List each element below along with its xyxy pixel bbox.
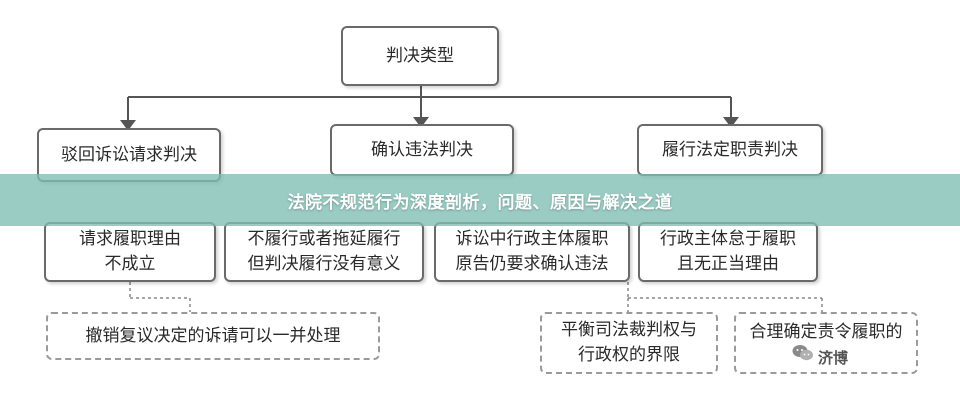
watermark: 济博 xyxy=(792,344,848,370)
condition-node-4: 行政主体怠于履职 且无正当理由 xyxy=(638,222,818,282)
banner-title: 法院不规范行为深度剖析，问题、原因与解决之道 xyxy=(287,192,673,213)
condition-line: 但判决履行没有意义 xyxy=(247,254,401,274)
note-label: 撤销复议决定的诉请可以一并处理 xyxy=(85,325,341,346)
title-banner: 法院不规范行为深度剖析，问题、原因与解决之道 xyxy=(0,174,960,226)
note-line: 行政权的界限 xyxy=(578,345,680,365)
category-label: 驳回诉讼请求判决 xyxy=(61,144,197,165)
category-node-confirm-illegal: 确认违法判决 xyxy=(330,124,514,176)
note-node-order-duty: 合理确定责令履职的 xyxy=(734,312,918,374)
condition-line: 诉讼中行政主体履职 xyxy=(455,229,609,249)
category-label: 确认违法判决 xyxy=(371,139,473,160)
category-node-perform-duty: 履行法定职责判决 xyxy=(637,124,823,176)
condition-line: 请求履职理由 xyxy=(79,229,181,249)
condition-node-3: 诉讼中行政主体履职 原告仍要求确认违法 xyxy=(434,222,630,282)
wechat-icon xyxy=(792,345,814,366)
root-node: 判决类型 xyxy=(341,26,499,86)
note-node-combined-claim: 撤销复议决定的诉请可以一并处理 xyxy=(46,312,380,360)
condition-node-2: 不履行或者拖延履行 但判决履行没有意义 xyxy=(224,222,424,282)
watermark-text: 济博 xyxy=(818,348,849,367)
note-line: 合理确定责令履职的 xyxy=(749,322,903,342)
note-line: 平衡司法裁判权与 xyxy=(561,320,697,340)
condition-line: 不履行或者拖延履行 xyxy=(247,229,401,249)
condition-line: 原告仍要求确认违法 xyxy=(455,254,609,274)
category-label: 履行法定职责判决 xyxy=(662,139,798,160)
condition-line: 行政主体怠于履职 xyxy=(660,229,796,249)
note-node-balance-power: 平衡司法裁判权与 行政权的界限 xyxy=(540,312,718,374)
condition-node-1: 请求履职理由 不成立 xyxy=(44,222,216,282)
condition-line: 不成立 xyxy=(104,254,156,274)
root-label: 判决类型 xyxy=(386,45,454,66)
condition-line: 且无正当理由 xyxy=(677,254,779,274)
